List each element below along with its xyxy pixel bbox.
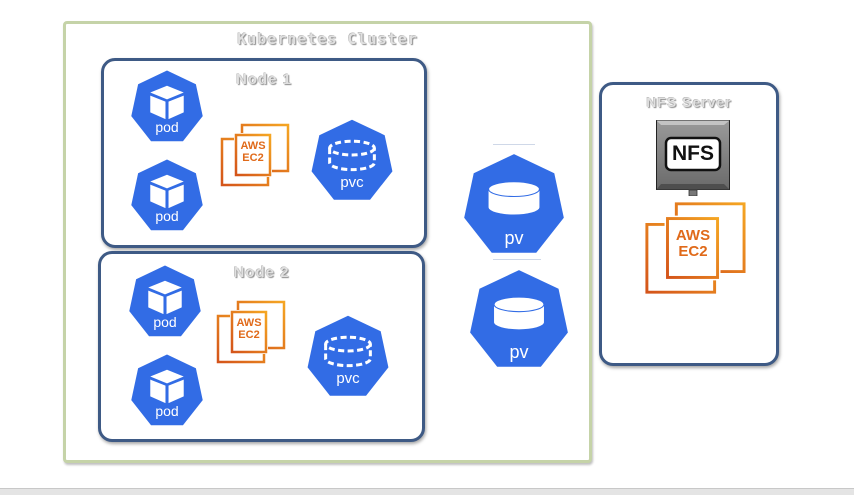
ec2-line1: AWS [236,317,262,329]
nfs-device: NFS [656,120,730,197]
ec2-chip-icon [645,202,746,294]
aws-ec2: AWS EC2 [214,298,286,366]
node-1-title: Node 1 [235,71,292,88]
nfs-device-label: NFS [672,142,714,165]
dashed-disk-icon [324,335,372,368]
cube-icon [148,280,182,315]
pod-label: pod [155,119,179,135]
pv-label: pv [509,342,529,362]
ec2-line2: EC2 [242,151,264,164]
bottom-bar [0,488,854,495]
nfs-server-title: NFS Server [646,94,732,110]
pvc-label: pvc [336,370,360,387]
pod: pod [129,353,205,429]
pod: pod [129,158,205,234]
pvc-label: pvc [340,174,364,191]
disk-icon [488,181,540,215]
ec2-line1: AWS [240,140,266,152]
nfs-server-icon [656,120,730,197]
ec2-chip-icon [220,123,290,187]
heptagon-icon [129,265,201,337]
pv-label: pv [504,228,524,248]
heptagon-icon [131,159,203,231]
heptagon-icon [464,154,564,253]
heptagon-icon [311,119,393,200]
pod-label: pod [153,314,177,330]
aws-ec2: AWS EC2 [641,196,747,300]
pv: pv [467,268,571,372]
cube-icon [150,174,184,209]
cluster-title: Kubernetes Cluster [237,30,418,48]
heptagon-icon [307,315,389,396]
divider [493,259,541,260]
divider [493,144,535,145]
pvc: pvc [305,314,391,400]
pod: pod [127,264,203,340]
ec2-line1: AWS [675,227,711,244]
ec2-line2: EC2 [678,242,708,260]
heptagon-icon [131,354,203,426]
disk-icon [493,296,545,330]
heptagon-icon [470,270,568,367]
node-2-title: Node 2 [233,264,290,281]
pv: pv [461,152,567,258]
pod-label: pod [155,208,179,224]
aws-ec2: AWS EC2 [218,121,290,189]
pod-label: pod [155,403,179,419]
pvc: pvc [309,118,395,204]
ec2-line2: EC2 [238,328,260,341]
cube-icon [150,85,184,120]
pod: pod [129,69,205,145]
cube-icon [150,369,184,404]
ec2-chip-icon [216,300,286,364]
heptagon-icon [131,70,203,142]
dashed-disk-icon [328,139,376,172]
